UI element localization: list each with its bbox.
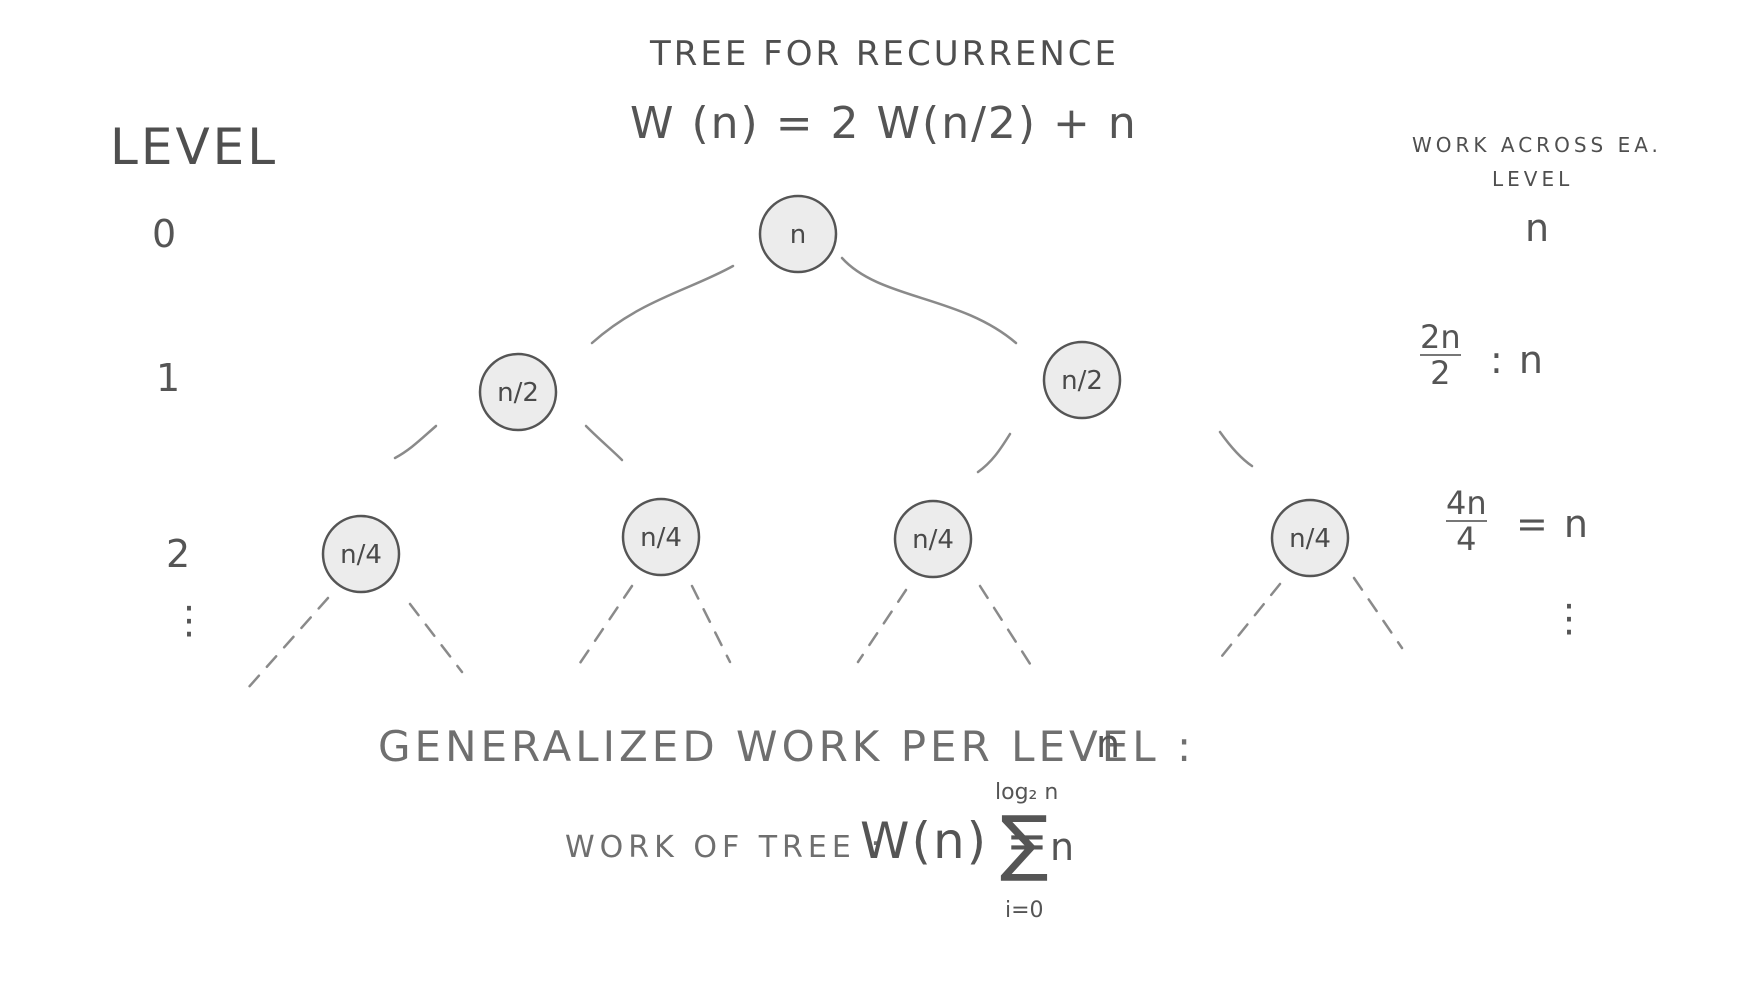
edge-dashed <box>408 602 464 674</box>
edge-dashed <box>1220 582 1282 658</box>
node-level1-label: n/2 <box>497 378 539 408</box>
generalized-work-value: n <box>1096 722 1123 766</box>
node-level2-label: n/4 <box>1289 524 1331 554</box>
level-0: 0 <box>152 212 179 256</box>
edge-l1b-left <box>976 432 1012 474</box>
sum-term: n <box>1050 825 1077 869</box>
tree-work-label: WORK OF TREE : <box>565 830 886 865</box>
edge-l1b-right <box>1218 430 1254 468</box>
tree-nodes: n n/2 n/2 n/4 n/4 n/4 n/4 <box>321 194 1350 594</box>
edge-dashed <box>576 584 634 668</box>
work-level-0: n <box>1525 206 1552 250</box>
level-heading: LEVEL <box>110 118 279 176</box>
work-ellipsis: ⋮ <box>1550 596 1590 640</box>
sum-lower-limit: i=0 <box>1005 898 1044 923</box>
recurrence-equation: W (n) = 2 W(n/2) + n <box>630 98 1138 149</box>
tree-work-lhs: W(n) = <box>860 812 1050 870</box>
node-root: n <box>758 194 838 274</box>
work-level-1-fraction: 2n 2 <box>1420 321 1461 389</box>
sum-upper-limit: log₂ n <box>995 780 1059 805</box>
edge-dashed <box>978 584 1036 672</box>
work-level-1-numerator: 2n <box>1420 318 1461 356</box>
node-root-label: n <box>790 220 806 250</box>
work-level-2-numerator: 4n <box>1446 484 1487 522</box>
tree-edges <box>393 256 1254 474</box>
node-level1: n/2 <box>1042 340 1122 420</box>
level-1: 1 <box>156 356 183 400</box>
level-2: 2 <box>166 532 193 576</box>
edge-root-right <box>840 256 1018 345</box>
work-level-1-result: : n <box>1490 338 1545 382</box>
edge-dashed <box>856 588 908 664</box>
tree-dashed-edges <box>246 576 1404 690</box>
work-level-2-fraction: 4n 4 <box>1446 487 1487 555</box>
node-level1-label: n/2 <box>1061 366 1103 396</box>
node-level2-label: n/4 <box>640 523 682 553</box>
work-heading: WORK ACROSS EA. LEVEL <box>1412 128 1662 196</box>
edge-l1a-left <box>393 424 438 460</box>
node-level2-label: n/4 <box>912 525 954 555</box>
summation-symbol: ∑ <box>1000 800 1051 884</box>
work-heading-line1: WORK ACROSS EA. <box>1412 133 1662 157</box>
generalized-work-label: GENERALIZED WORK PER LEVEL : <box>378 722 1196 771</box>
level-ellipsis: ⋮ <box>170 598 210 642</box>
work-heading-line2: LEVEL <box>1492 167 1574 191</box>
work-level-2-result: = n <box>1516 502 1591 546</box>
node-level2: n/4 <box>1270 498 1350 578</box>
node-level2-label: n/4 <box>340 540 382 570</box>
edge-dashed <box>1352 576 1404 650</box>
edge-dashed <box>690 584 732 664</box>
edge-root-left <box>590 264 735 345</box>
node-level2: n/4 <box>621 497 701 577</box>
node-level2: n/4 <box>321 514 401 594</box>
work-level-1-denominator: 2 <box>1420 354 1461 389</box>
edge-dashed <box>246 596 330 690</box>
edge-l1a-right <box>584 424 624 462</box>
diagram-title: TREE FOR RECURRENCE <box>650 34 1120 74</box>
work-level-2-denominator: 4 <box>1446 520 1487 555</box>
node-level2: n/4 <box>893 499 973 579</box>
node-level1: n/2 <box>478 352 558 432</box>
